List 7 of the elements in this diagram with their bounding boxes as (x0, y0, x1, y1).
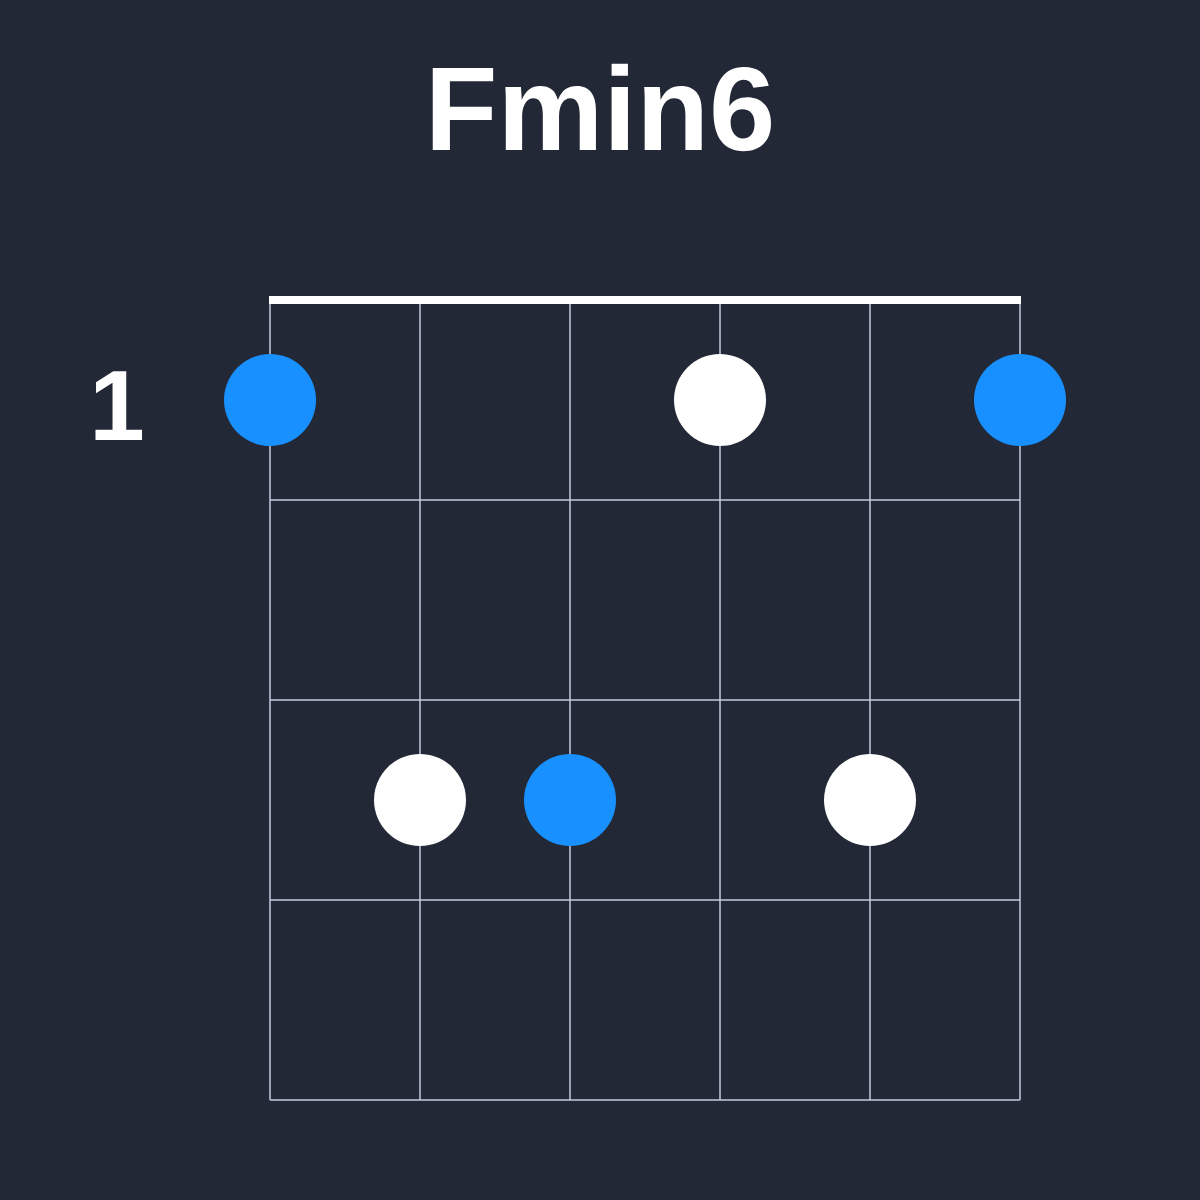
finger-dot (974, 354, 1066, 446)
finger-dot (224, 354, 316, 446)
finger-dot (824, 754, 916, 846)
finger-dot (674, 354, 766, 446)
finger-dot (374, 754, 466, 846)
chord-title: Fmin6 (432, 63, 771, 152)
finger-dot (524, 754, 616, 846)
